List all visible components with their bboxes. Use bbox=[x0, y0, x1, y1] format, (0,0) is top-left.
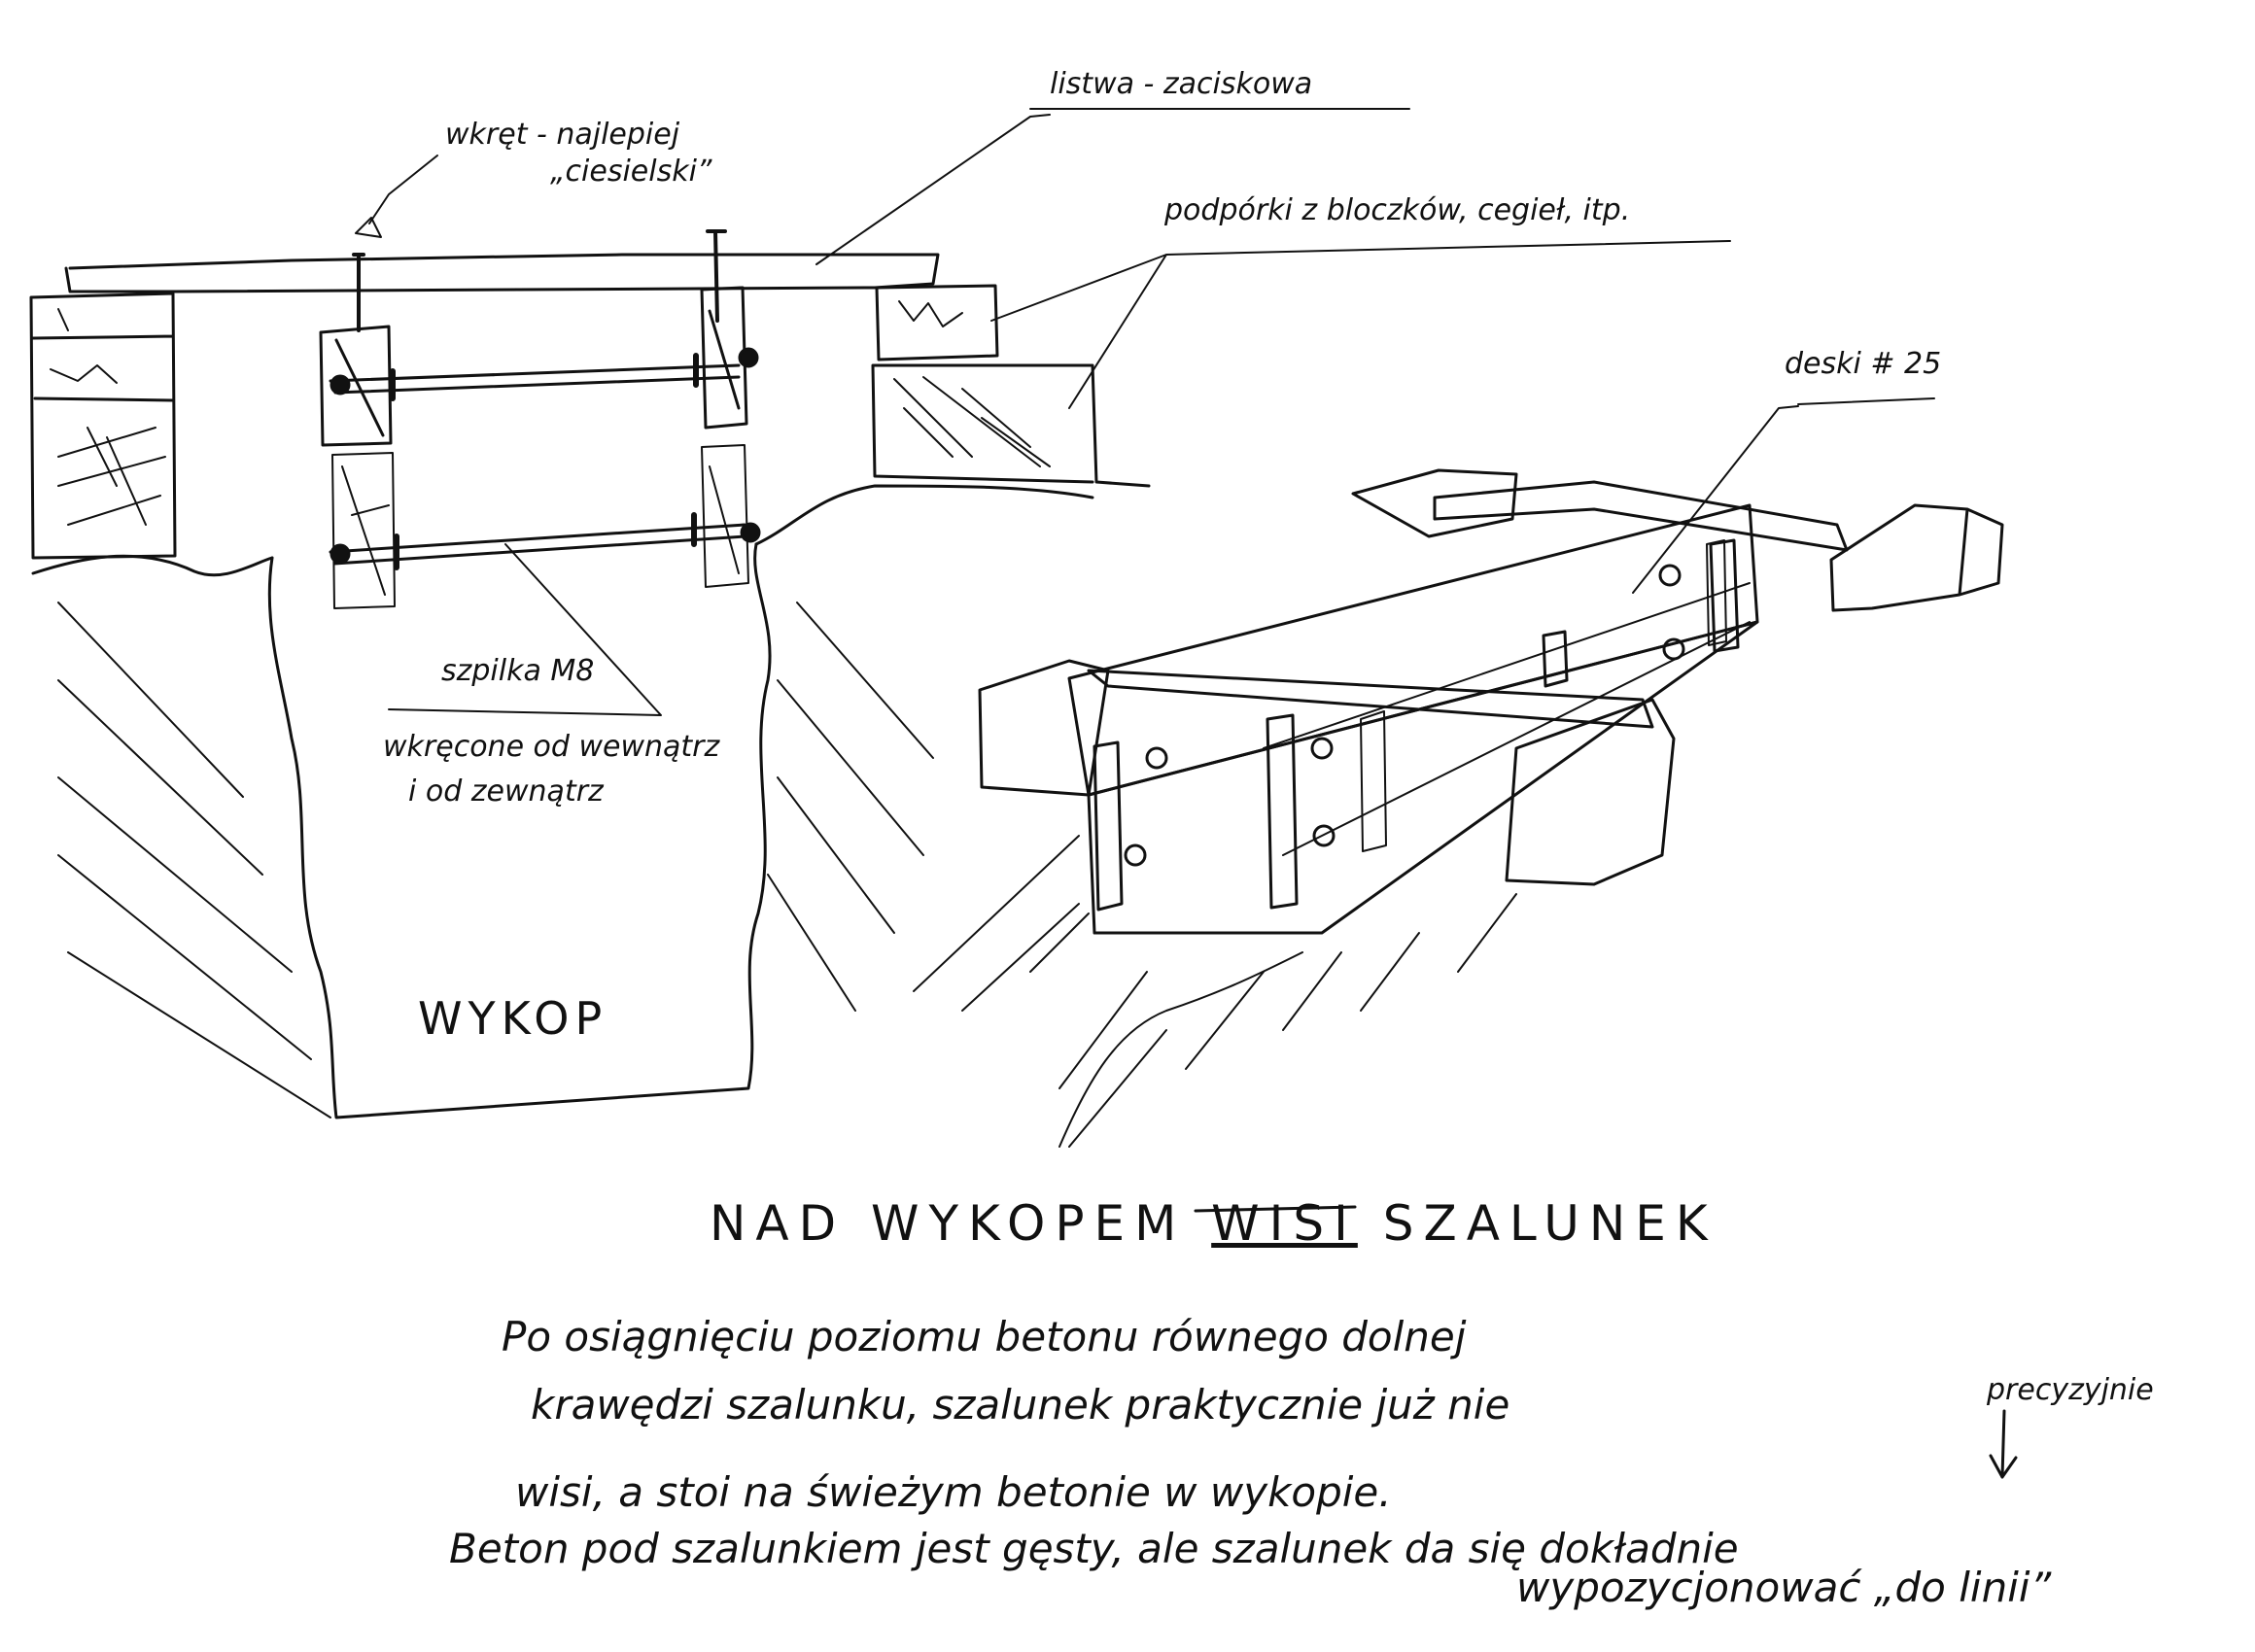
far-right-block bbox=[1829, 503, 2004, 612]
screw-label: wkręt - najlepiej bbox=[445, 118, 680, 152]
labels: wkręt - najlepiej „ciesielski” listwa - … bbox=[383, 67, 1941, 1045]
title-underline bbox=[1194, 1205, 1357, 1213]
right-form-board-upper bbox=[700, 286, 748, 430]
title-suffix: SZALUNEK bbox=[1358, 1195, 1717, 1252]
leader-supports bbox=[990, 240, 1731, 409]
note-insert: precyzyjnie bbox=[1986, 1373, 2154, 1407]
board-far-right bbox=[1709, 538, 1740, 653]
cross-section-drawing bbox=[29, 108, 1731, 1119]
ground-left bbox=[31, 554, 274, 577]
right-upper-block bbox=[875, 284, 999, 361]
notes: NAD WYKOPEM WISI SZALUNEK Po osiągnięciu… bbox=[449, 1195, 2154, 1611]
soil-hatching bbox=[57, 602, 934, 1119]
title-prefix: NAD WYKOPEM bbox=[710, 1195, 1211, 1252]
main-beam-near bbox=[1087, 620, 1759, 935]
insert-caret bbox=[1989, 1409, 2018, 1479]
far-batten bbox=[1433, 480, 1849, 552]
leader-batten bbox=[815, 108, 1410, 265]
far-left-block bbox=[1351, 468, 1518, 538]
clamping-batten bbox=[64, 253, 940, 293]
threaded-rod-upper bbox=[329, 363, 741, 395]
left-form-board-upper bbox=[319, 325, 393, 447]
board-far-left bbox=[1542, 630, 1569, 688]
right-lower-block bbox=[871, 363, 1151, 488]
title-emphasis: WISI bbox=[1211, 1195, 1358, 1252]
ground-right bbox=[754, 484, 1094, 546]
note-line-1: Po osiągnięciu poziomu betonu równego do… bbox=[502, 1313, 1467, 1360]
leader-screw bbox=[355, 155, 438, 238]
left-form-board-lower bbox=[331, 452, 396, 609]
right-form-board-lower bbox=[701, 444, 749, 588]
rods-detail-label-2: i od zewnątrz bbox=[408, 774, 605, 809]
note-line-3: wisi, a stoi na świeżym betonie w wykopi… bbox=[515, 1468, 1392, 1516]
trench-label: WYKOP bbox=[418, 992, 607, 1045]
screw-right bbox=[706, 229, 727, 323]
note-line-5: wypozycjonować „do linii” bbox=[1516, 1564, 2053, 1611]
screw-type-label: „ciesielski” bbox=[550, 155, 712, 189]
left-block-support bbox=[29, 292, 177, 560]
ground-hatching bbox=[913, 835, 1517, 1148]
near-batten bbox=[1087, 669, 1654, 729]
supports-label: podpórki z bloczków, cegieł, itp. bbox=[1163, 193, 1630, 227]
near-right-block bbox=[1505, 698, 1676, 886]
board-near-mid bbox=[1266, 713, 1299, 910]
screw-left bbox=[352, 253, 365, 332]
threaded-rod-lower bbox=[329, 523, 746, 566]
near-left-block bbox=[978, 659, 1110, 797]
leader-rods bbox=[388, 543, 662, 716]
batten-label: listwa - zaciskowa bbox=[1050, 67, 1312, 101]
boards-label: deski # 25 bbox=[1785, 347, 1941, 381]
title-note: NAD WYKOPEM WISI SZALUNEK bbox=[710, 1195, 1717, 1252]
trench-outline bbox=[267, 542, 772, 1119]
rods-detail-label-1: wkręcone od wewnątrz bbox=[383, 730, 721, 764]
perspective-drawing bbox=[913, 397, 2004, 1148]
note-line-2: krawędzi szalunku, szalunek praktycznie … bbox=[531, 1381, 1509, 1428]
rods-label: szpilka M8 bbox=[441, 654, 594, 688]
leader-boards bbox=[1632, 397, 1935, 594]
note-line-4: Beton pod szalunkiem jest gęsty, ale sza… bbox=[449, 1525, 1739, 1572]
board-near-left bbox=[1093, 740, 1124, 912]
